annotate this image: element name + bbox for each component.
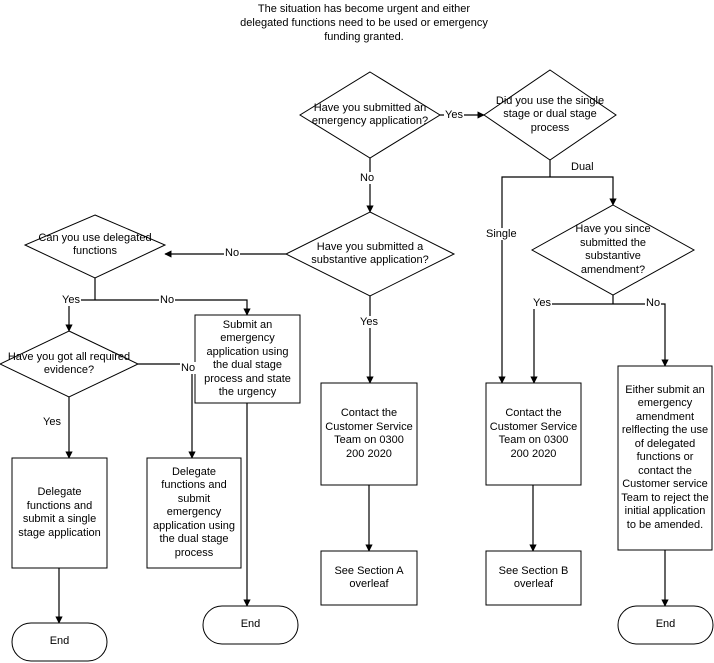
node-see-section-a[interactable]	[321, 551, 417, 605]
edge-label-evidence-yes: Yes	[42, 416, 62, 428]
edge-amendment-yes	[530, 303, 613, 384]
shape-contact-csc-b	[485, 382, 582, 486]
node-q-required-evidence[interactable]	[0, 331, 138, 397]
edge-label-evidence-no: No	[180, 362, 197, 374]
node-end-middle[interactable]	[203, 606, 298, 644]
edge-label-dual: Dual	[570, 161, 595, 173]
edge-label-substantive-no: No	[224, 247, 241, 259]
node-delegate-single-stage[interactable]	[12, 458, 107, 568]
edge-label-substantive-yes: Yes	[359, 316, 379, 328]
node-delegate-emergency-dual[interactable]	[147, 458, 241, 568]
node-q-since-amendment[interactable]	[532, 205, 694, 295]
node-end-left[interactable]	[12, 623, 107, 661]
shape-contact-csc-a	[320, 382, 418, 486]
node-q-emergency-application[interactable]	[300, 72, 440, 158]
node-q-delegated-functions[interactable]	[25, 215, 165, 278]
edge-label-delegated-yes: Yes	[61, 294, 81, 306]
edge-label-delegated-no: No	[159, 294, 176, 306]
edge-evidence-no	[138, 363, 196, 459]
edge-label-amendment-no: No	[645, 297, 662, 309]
edge-label-amendment-yes: Yes	[532, 297, 552, 309]
edge-amendment-no	[613, 303, 669, 367]
node-see-section-b[interactable]	[486, 551, 581, 605]
node-q-single-or-dual[interactable]	[484, 70, 616, 160]
edge-label-emergency-yes: Yes	[444, 109, 464, 121]
node-either-submit-amendment[interactable]	[618, 366, 712, 550]
node-end-right[interactable]	[618, 606, 713, 644]
edge-label-emergency-no: No	[359, 172, 376, 184]
edge-single	[498, 176, 550, 384]
edge-label-single: Single	[485, 228, 518, 240]
edge-dual	[550, 176, 617, 206]
node-submit-emergency-dual[interactable]	[195, 315, 300, 403]
shape-delegate-emergency-dual	[146, 457, 242, 569]
edge-delegated-no	[95, 299, 251, 316]
node-contact-csc-a[interactable]	[321, 383, 417, 485]
diagram-title: The situation has become urgent and eith…	[240, 3, 488, 43]
node-contact-csc-b[interactable]	[486, 383, 581, 485]
shape-see-section-a	[320, 550, 418, 606]
shape-see-section-b	[485, 550, 582, 606]
shape-either-submit-amendment	[617, 365, 713, 551]
node-q-substantive-application[interactable]	[286, 212, 454, 296]
